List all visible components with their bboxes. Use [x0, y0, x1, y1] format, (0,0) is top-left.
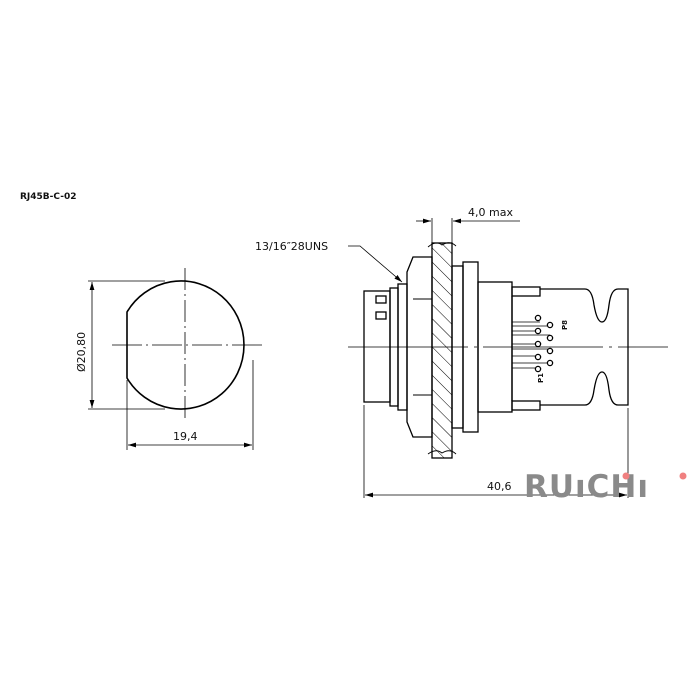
- front-view: [88, 268, 262, 450]
- pin-pads: [534, 314, 554, 373]
- pins: [512, 321, 550, 369]
- pin-label-p1: P1: [537, 373, 545, 383]
- side-view: [348, 218, 668, 498]
- part-number: RJ45B-C-02: [20, 192, 76, 202]
- pin-label-p8: P8: [561, 320, 569, 330]
- svg-text:RUıCHı: RUıCHı: [524, 469, 649, 505]
- diameter-label: Ø20,80: [75, 332, 88, 372]
- connector-front-outline: [126, 280, 245, 410]
- width-label: 19,4: [173, 430, 198, 443]
- rear-body: [540, 288, 629, 406]
- ruichi-logo: RUıCHı: [524, 469, 687, 505]
- thread-leader: [348, 245, 403, 283]
- panel-thickness-label: 4,0 max: [468, 206, 513, 219]
- mounting-panel: [431, 242, 453, 459]
- length-label: 40,6: [487, 480, 512, 493]
- thread-label: 13/16″28UNS: [255, 240, 328, 253]
- front-cap: [363, 290, 391, 403]
